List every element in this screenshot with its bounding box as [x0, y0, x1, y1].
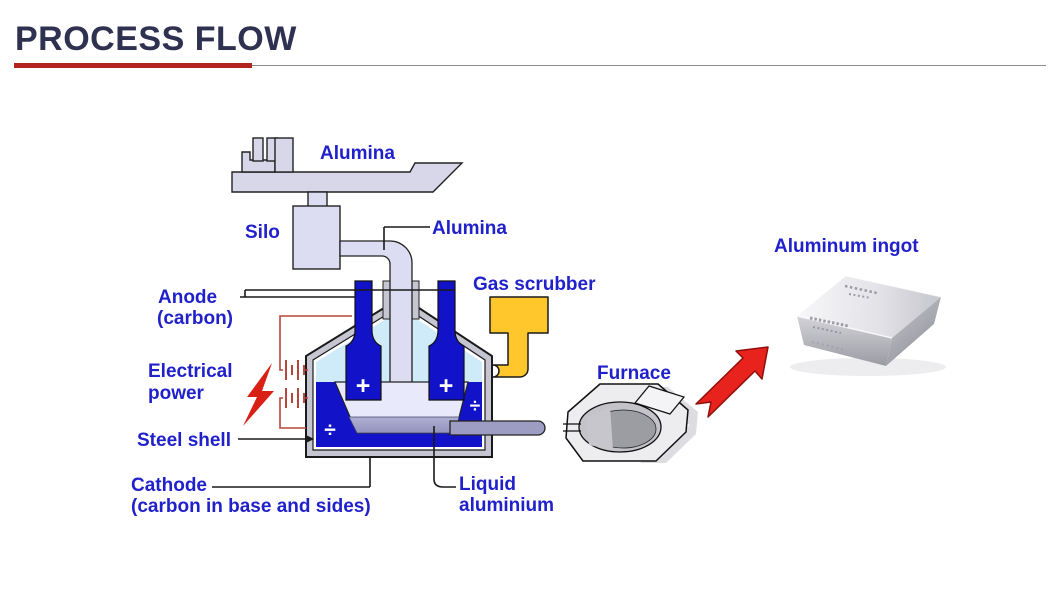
label-aluminum-ingot: Aluminum ingot [774, 236, 919, 257]
ship-bridge [274, 137, 294, 173]
liquid-aluminium-layer [348, 416, 460, 434]
ingot-front-face [797, 316, 892, 366]
leader-alumina-feed [383, 226, 430, 250]
anode-busbar-line [240, 289, 455, 298]
silo-body [292, 205, 341, 270]
title-underline-rule [252, 65, 1046, 66]
leader-liquid-aluminium [433, 426, 456, 488]
battery-symbol-lower [285, 388, 305, 408]
tapping-pipe [449, 420, 546, 436]
electrolysis-cell: + + ÷ ÷ [240, 240, 546, 458]
ingot-embossing [809, 284, 878, 351]
anode-plus-symbol: + [439, 372, 454, 400]
label-cathode-line1: Cathode [131, 475, 207, 496]
wire-upper [279, 315, 352, 371]
furnace-icon [563, 383, 698, 463]
ingot-edge-highlight [796, 315, 893, 339]
page-title: PROCESS FLOW [15, 20, 297, 58]
label-alumina-feed: Alumina [432, 218, 507, 239]
cathode-minus-symbol: ÷ [470, 396, 480, 417]
furnace-spout [563, 423, 581, 432]
label-alumina-ship: Alumina [320, 143, 395, 164]
leader-lines [212, 226, 456, 488]
ship-hull [231, 162, 464, 193]
battery-symbol-upper [285, 360, 305, 380]
anode-plus-symbol: + [356, 372, 371, 400]
wire-lower [279, 397, 308, 429]
aluminum-ingot-image [790, 275, 946, 376]
furnace-lip-highlight [586, 407, 613, 450]
label-furnace: Furnace [597, 363, 671, 384]
lightning-bolt-icon [243, 363, 274, 426]
red-arrow-icon [695, 346, 769, 418]
label-electrical-line2: power [148, 383, 205, 404]
alumina-feed-pipe [339, 240, 413, 384]
electrical-circuit [279, 315, 352, 429]
ingot-edge-highlight [845, 275, 942, 298]
label-anode-line2: (carbon) [157, 308, 233, 329]
label-anode-line1: Anode [158, 287, 217, 308]
anode-right [428, 280, 465, 401]
silo-icon [292, 191, 341, 270]
label-electrical-line1: Electrical [148, 361, 233, 382]
furnace-lid-flap [633, 385, 686, 415]
label-liquid-aluminium-line1: Liquid [459, 474, 516, 495]
leader-cathode [212, 458, 371, 488]
ship-funnel [252, 137, 264, 162]
gas-scrubber-icon [489, 296, 549, 378]
label-gas-scrubber: Gas scrubber [473, 274, 596, 295]
ingot-end-face [886, 297, 941, 366]
leader-steel-shell-arrowhead [306, 435, 314, 443]
anode-left [345, 280, 382, 401]
label-cathode-line2: (carbon in base and sides) [131, 496, 371, 517]
cathode-minus-symbol: ÷ [324, 419, 336, 442]
label-liquid-aluminium-line2: aluminium [459, 495, 554, 516]
silo-neck [307, 191, 328, 208]
label-silo: Silo [245, 222, 280, 243]
label-steel-shell: Steel shell [137, 430, 231, 451]
ingot-shadow [790, 358, 946, 376]
alumina-ship-icon [231, 137, 464, 193]
title-underline-accent [14, 63, 252, 68]
